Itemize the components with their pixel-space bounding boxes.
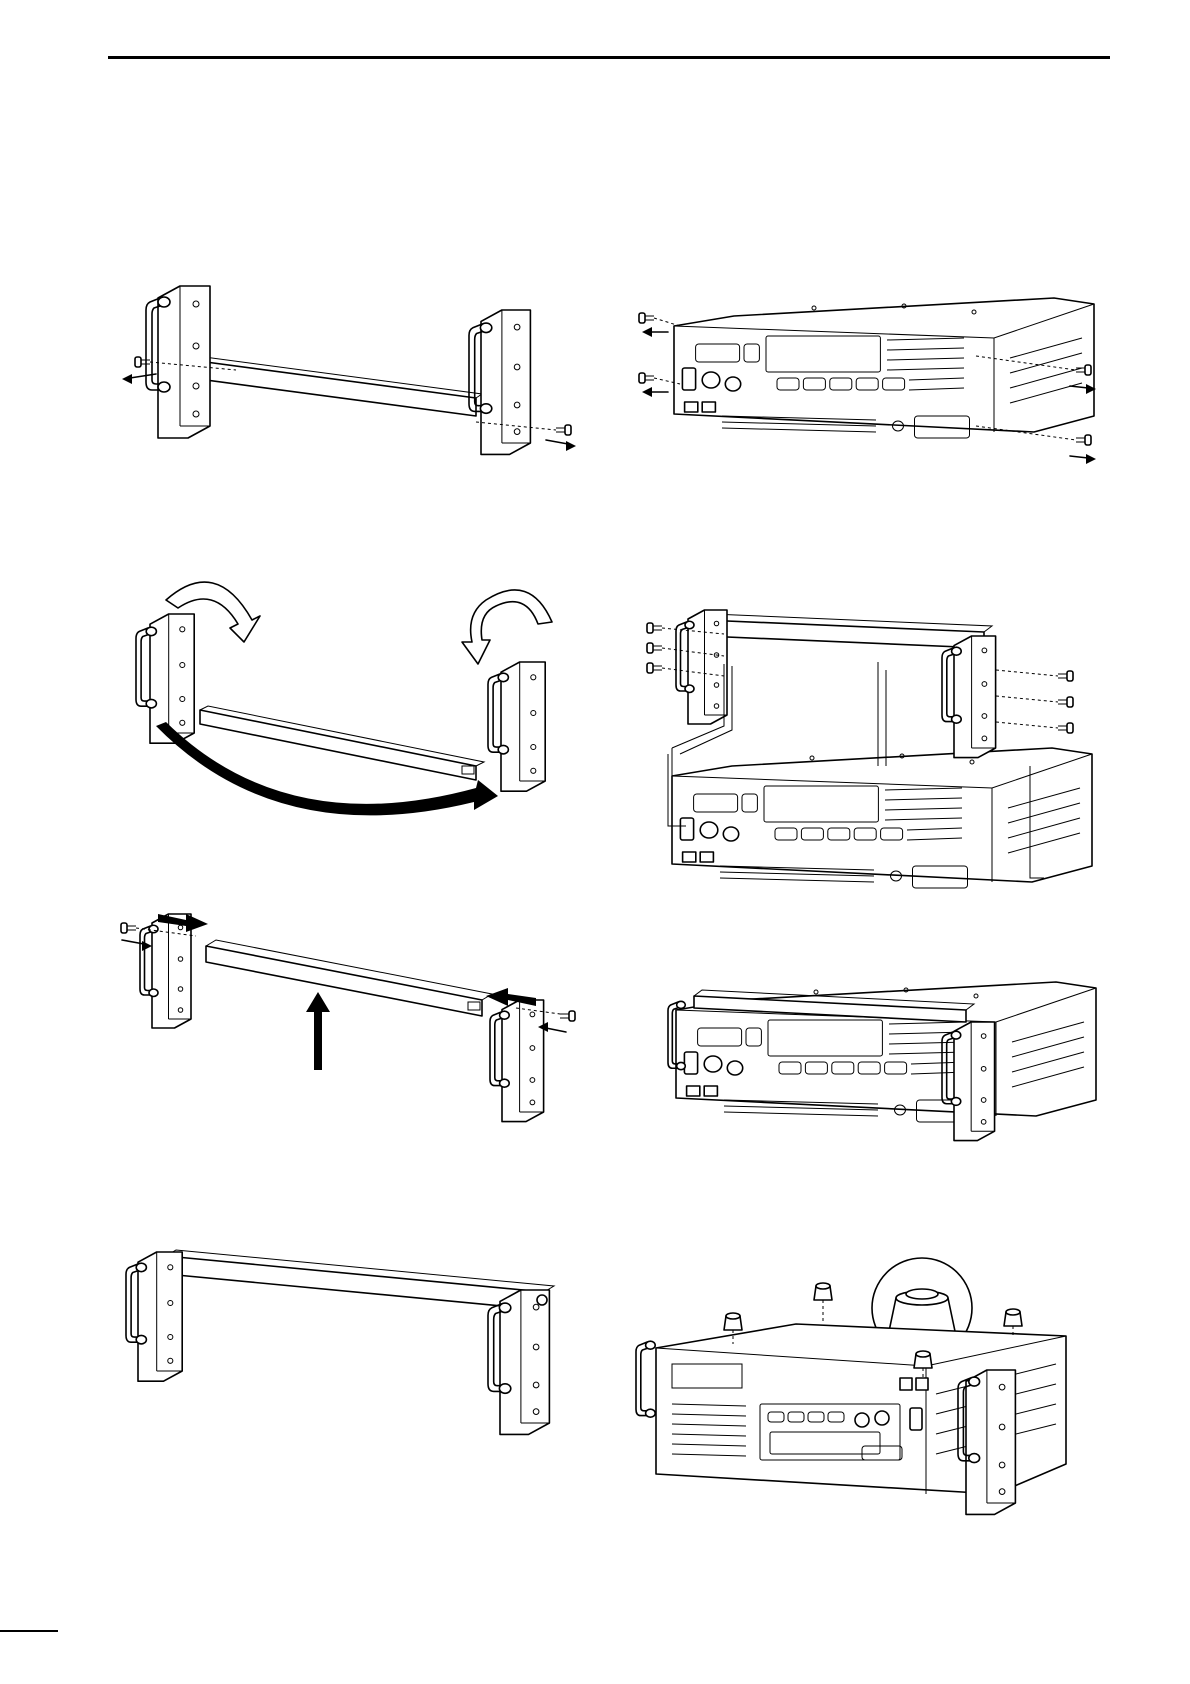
- transceiver-icon: [674, 298, 1094, 438]
- handle-icon: [140, 914, 544, 1122]
- bracket-icon: [146, 286, 530, 454]
- figure-bar-reassembly: [116, 900, 586, 1150]
- bar-icon: [200, 706, 484, 780]
- figure-bracket-screw-removal: [116, 278, 586, 466]
- transceiver-icon: [672, 748, 1092, 888]
- footer-rule: [0, 1630, 58, 1632]
- bracket-icon: [126, 1250, 554, 1434]
- figure-transceiver-with-bracket: [636, 960, 1106, 1140]
- figure-assembled-bracket: [116, 1236, 586, 1466]
- header-rule: [108, 56, 1110, 59]
- figure-rack-mounted-transceiver-with-feet: [636, 1254, 1106, 1554]
- figure-bracket-transceiver-attach: [636, 600, 1106, 930]
- bar-icon: [206, 940, 492, 1016]
- figure-transceiver-screw-removal: [636, 290, 1106, 470]
- transceiver-icon: [636, 1324, 1066, 1514]
- figure-handle-rotation: [116, 570, 586, 820]
